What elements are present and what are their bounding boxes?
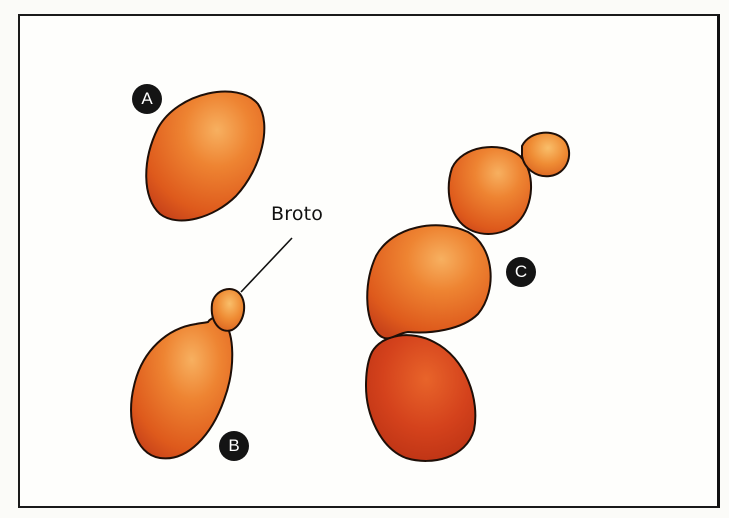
cell-c-upper: [449, 147, 531, 234]
cell-a: [146, 92, 264, 221]
cell-c-bottom: [366, 335, 475, 461]
cell-c-middle: [367, 225, 490, 338]
label-c-badge: C: [506, 257, 536, 287]
label-a-badge: A: [132, 84, 162, 114]
cell-c-chain: [366, 133, 569, 461]
cell-c-top-bud: [522, 133, 569, 177]
label-b-badge: B: [219, 431, 249, 461]
bud-label: Broto: [271, 203, 323, 225]
bud-leader-line: [241, 238, 292, 292]
cell-b-body: [131, 318, 232, 459]
bud: [212, 289, 244, 331]
cell-a-body: [146, 92, 264, 221]
